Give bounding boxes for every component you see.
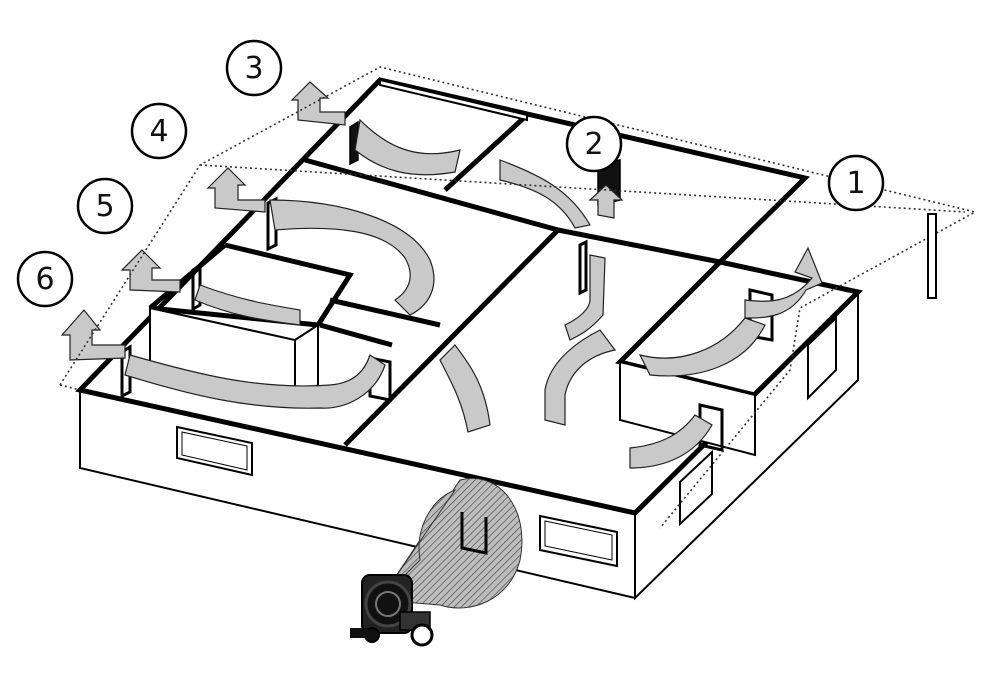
airflow-arrow-icon [124,354,386,409]
airflow-arrow-icon [499,159,591,229]
fan-air-cone [379,478,523,609]
callout-1: 1 [827,154,885,212]
exhaust-arrow-icon [290,81,346,126]
interior-wall-left [148,243,227,310]
pressure-envelope [59,66,978,529]
callout-label: 5 [95,189,114,224]
exhaust-arrows [60,81,624,361]
interior-wall-top [443,113,529,192]
interior-wall-room-a [224,242,354,327]
callout-label: 4 [149,114,168,149]
callout-2: 2 [565,115,623,173]
exhaust-arrow-icon [60,309,126,361]
interior-wall-right [557,227,721,265]
floor-plan [75,77,864,516]
airflow-arrow-icon [638,317,766,377]
blower-fan-icon [350,574,434,647]
callout-label: 2 [584,127,603,162]
airflow-arrow-icon [439,344,491,433]
window-icon [176,315,837,568]
exhaust-arrow-icon [120,249,181,293]
airflow-arrow-icon [744,246,823,319]
exhaust-arrow-icon [588,184,624,219]
callout-3: 3 [225,39,283,97]
airflow-arrow-icon [544,329,617,426]
airflow-arrow-icon [269,199,435,316]
interior-wall-corridor [329,297,441,328]
airflow-arrows [124,118,823,469]
interior-wall-closet [319,322,393,348]
room-box-top [379,78,528,122]
airflow-arrow-icon [194,284,301,326]
callout-label: 1 [846,166,865,201]
callout-label: 6 [35,262,54,297]
airflow-arrow-icon [354,118,461,176]
airflow-arrow-icon [564,254,606,341]
open-door-icon [120,120,774,452]
callout-4: 4 [130,102,188,160]
callout-6: 6 [16,250,74,308]
vent-pole [927,213,937,299]
callout-label: 3 [244,51,263,86]
callout-5: 5 [76,177,134,235]
exhaust-arrow-icon [206,167,266,213]
airflow-arrow-icon [629,414,713,469]
